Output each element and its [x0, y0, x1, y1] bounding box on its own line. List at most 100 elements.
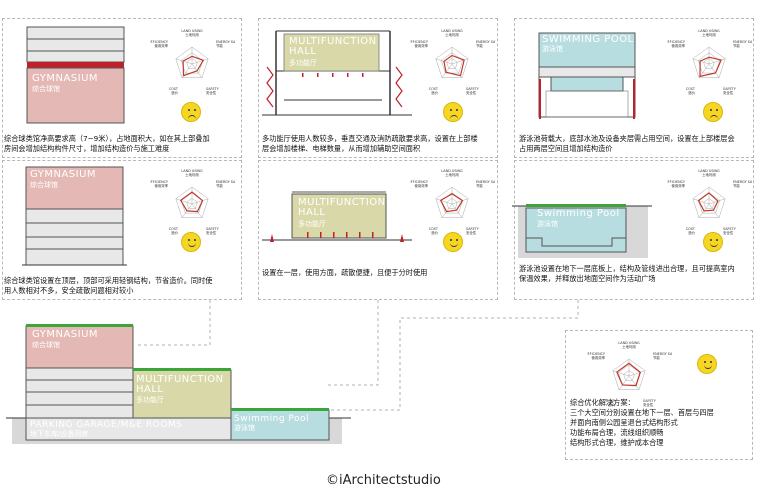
radar-axis-label: SAFETY	[466, 87, 480, 91]
desc-line: 层会增加楼梯、电梯数量，从而增加辅助空间面积	[262, 144, 421, 153]
panel-pool-mid	[514, 160, 754, 300]
radar-axis-label-cn: 土地利用	[702, 172, 716, 177]
radar-axis-label: COST	[429, 87, 439, 91]
radar-axis-label: SAFETY	[206, 87, 220, 91]
pool-mid-label: Swimming Pool	[537, 208, 620, 219]
radar-axis-label: ENERGY SAVING	[476, 180, 495, 184]
radar-axis-label: COST	[606, 399, 616, 403]
radar-axis	[191, 58, 209, 65]
copyright-text: ©iArchitectstudio	[326, 473, 441, 488]
radar-axis-label: ENERGY SAVING	[653, 352, 672, 356]
hall-mid-label: MULTIFUNCTION HALL	[298, 197, 386, 218]
radar-axis-label-cn: 造价	[688, 90, 695, 95]
happy-face-icon	[697, 354, 717, 374]
radar-axis-label: ENERGY SAVING	[216, 180, 235, 184]
radar-axis-label-cn: 节能	[653, 355, 660, 360]
radar-axis-label: SAFETY	[643, 399, 657, 403]
pool-top-label-cn: 游泳馆	[542, 45, 563, 53]
radar-grid	[703, 198, 715, 209]
radar-axis-label-cn: 土地利用	[702, 32, 716, 37]
connector-pool	[325, 300, 579, 411]
desc-line: 并面向南侧公园呈退台式结构形式	[570, 418, 678, 427]
radar-axis-label: ENERGY SAVING	[476, 40, 495, 44]
radar-value-shape	[443, 54, 465, 77]
radar-axis	[451, 203, 463, 218]
radar-axis	[628, 375, 640, 390]
combined-section-diagram	[6, 324, 351, 444]
radar-axis-label: COST	[686, 87, 696, 91]
pool-mid-desc: 游泳池设置在地下一层底板上，结构及管线进出合理，且可提高室内 保温效果，并释放出…	[519, 264, 735, 284]
hall-top-label: MULTIFUNCTION HALL	[289, 36, 377, 57]
radar-axis	[698, 63, 710, 78]
combined-pool-label-cn: 游泳馆	[234, 424, 255, 432]
radar-axis	[628, 370, 646, 377]
radar-axis	[708, 58, 726, 65]
radar-axis-label-cn: 造价	[688, 230, 695, 235]
connector-gym	[135, 300, 211, 346]
radar-axis-label-cn: 造价	[171, 90, 178, 95]
desc-line: 游泳池设置在地下一层底板上，结构及管线进出合理，且可提高室内	[519, 264, 735, 273]
radar-axis-label-cn: 使用效率	[154, 43, 168, 48]
radar-axis-label-cn: 土地利用	[185, 32, 199, 37]
radar-axis-label-cn: 节能	[216, 43, 223, 48]
gym-top-label-cn: 综合球馆	[32, 85, 60, 93]
happy-face-icon	[443, 232, 463, 252]
radar-axis-label-cn: 安全性	[206, 90, 217, 95]
radar-grid	[692, 46, 726, 79]
radar-axis-label-cn: 使用效率	[671, 43, 685, 48]
radar-axis-label-cn: 土地利用	[622, 344, 636, 349]
radar-axis-label-cn: 安全性	[643, 402, 654, 407]
happy-face-icon	[181, 232, 201, 252]
gym-top-desc: 综合球类馆净高要求高（7~9米），占地面积大，如在其上部叠加 房间会增加结构构件…	[4, 134, 210, 154]
summary-desc: 综合优化解决方案： 三个大空间分别设置在地下一层、首层与四层 并面向南侧公园呈退…	[570, 398, 714, 448]
desc-line: 用人数相对不多，安全疏散问题相对较小	[4, 286, 134, 295]
radar-grid	[446, 58, 458, 69]
desc-line: 占用两层空间且增加结构造价	[519, 144, 613, 153]
radar-axis-label: ENERGY SAVING	[733, 40, 752, 44]
combined-garage-label-cn: 地下车库/设备用房	[30, 430, 89, 438]
radar-axis	[708, 63, 720, 78]
radar-axis-label: EFFICIENCY	[150, 180, 169, 184]
radar-axis-label-cn: 使用效率	[154, 183, 168, 188]
radar-axis-label-cn: 安全性	[206, 230, 217, 235]
summary-title: 综合优化解决方案：	[570, 398, 635, 407]
radar-axis-label: ENERGY SAVING	[733, 180, 752, 184]
radar-grid	[186, 58, 198, 69]
radar-axis	[612, 370, 630, 377]
radar-axis-label: COST	[169, 87, 179, 91]
panel-hall-mid	[258, 160, 498, 300]
radar-axis	[692, 198, 710, 205]
pool-top-desc: 游泳池荷载大，底部水池及设备夹层需占用空间，设置在上部楼层会 占用两层空间且增加…	[519, 134, 735, 154]
radar-grid	[446, 198, 458, 209]
radar-axis-label: SAFETY	[723, 87, 737, 91]
radar-axis-label: SAFETY	[466, 227, 480, 231]
radar-axis-label-cn: 安全性	[466, 90, 477, 95]
radar-axis-label: EFFICIENCY	[587, 352, 606, 356]
radar-axis-label: EFFICIENCY	[667, 180, 686, 184]
radar-axis-label-cn: 节能	[476, 43, 483, 48]
desc-line: 结构形式合理，维护成本合理	[570, 438, 664, 447]
radar-axis-label: LAND USING	[181, 29, 203, 33]
sad-face-icon	[443, 102, 463, 122]
gym-mid-desc: 综合球类馆设置在顶层，顶部可采用轻钢结构，节省造价。同时使 用人数相对不多，安全…	[4, 276, 212, 296]
radar-axis-label-cn: 土地利用	[445, 172, 459, 177]
desc-line: 房间会增加结构构件尺寸，增加结构造价与施工难度	[4, 144, 170, 153]
radar-axis	[175, 58, 193, 65]
combined-hall-label: MULTIFUNCTION HALL	[136, 374, 224, 395]
radar-grid	[175, 46, 209, 79]
panel-gym-top	[2, 18, 242, 158]
connector-hall	[325, 300, 379, 386]
radar-axis	[618, 375, 630, 390]
gym-mid-diagram	[22, 166, 127, 266]
hall-mid-desc: 设置在一层，使用方面，疏散便捷，且便于分时使用	[262, 268, 427, 278]
radar-axis-label: SAFETY	[206, 227, 220, 231]
radar-axis-label: LAND USING	[441, 169, 463, 173]
hall-top-diagram	[262, 30, 412, 116]
radar-grid	[435, 46, 469, 79]
radar-axis	[435, 198, 453, 205]
